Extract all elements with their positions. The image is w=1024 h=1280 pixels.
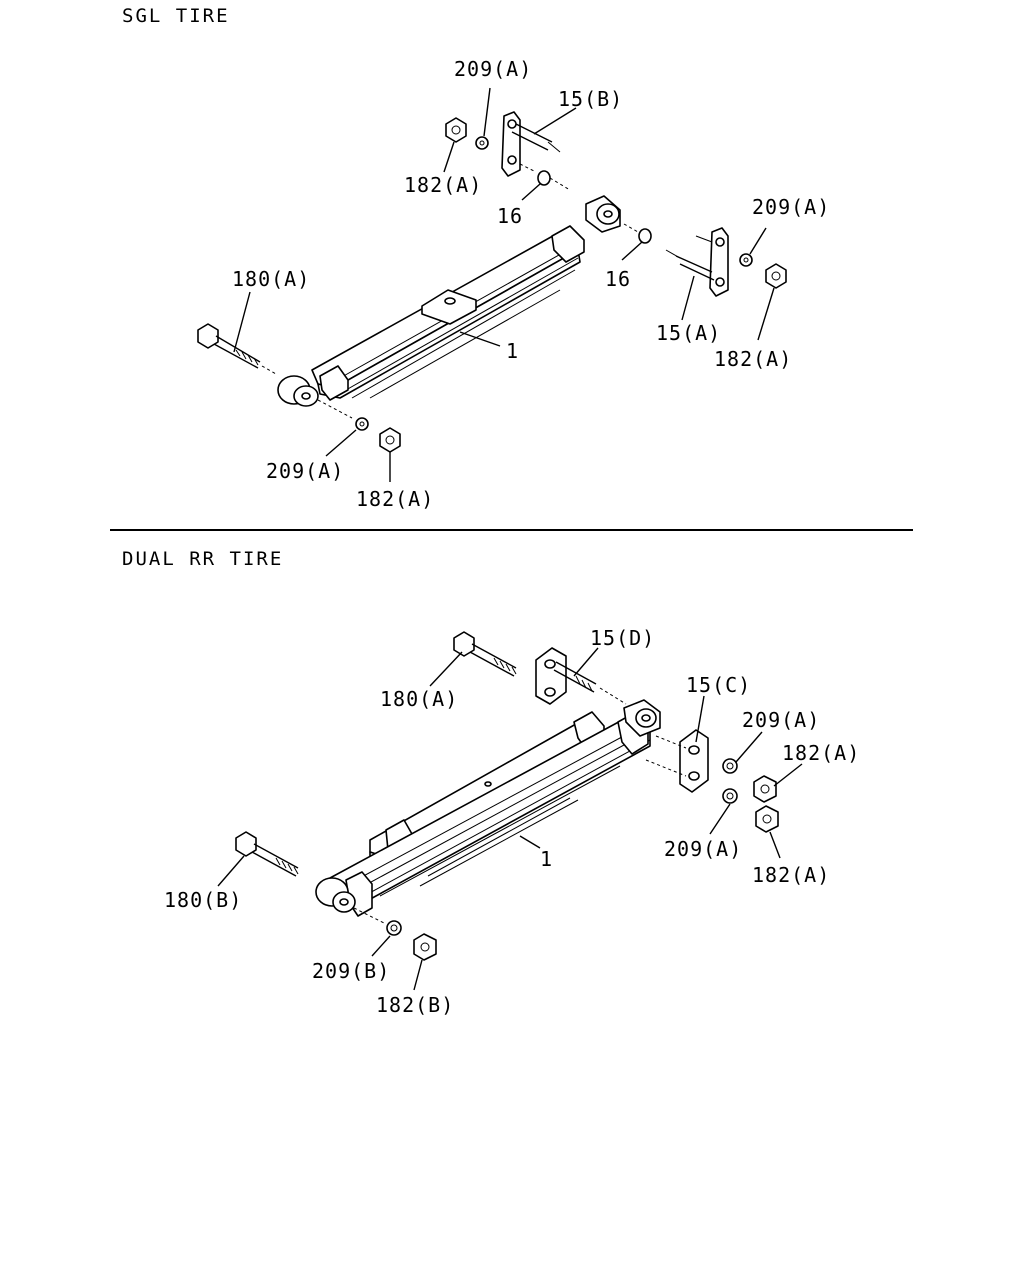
nut-182a-lower-dual [755, 805, 779, 833]
label-15d-dual: 15(D) [590, 626, 655, 650]
shackle-15b-single [501, 111, 561, 177]
washer-209a-right-single [739, 253, 753, 267]
label-15c-dual: 15(C) [686, 673, 751, 697]
shackle-15d-dual [535, 647, 627, 705]
bolt-180a-dual [453, 631, 517, 677]
bolt-180b-dual [235, 831, 299, 877]
shackle-15c-dual [645, 729, 709, 793]
shackle-15a-single [665, 227, 729, 297]
label-209a-bottom-single: 209(A) [266, 459, 344, 483]
label-209a-top-single: 209(A) [454, 57, 532, 81]
label-182a-lower-dual: 182(A) [752, 863, 830, 887]
nut-182b-dual [413, 933, 437, 961]
section-title-dual-rr-tire: DUAL RR TIRE [122, 548, 283, 570]
label-15a-single: 15(A) [656, 321, 721, 345]
label-209a-right-single: 209(A) [752, 195, 830, 219]
label-16-left-single: 16 [497, 204, 523, 228]
leaf-spring-dual [315, 699, 661, 917]
label-182b-dual: 182(B) [376, 993, 454, 1017]
washer-209a-lower-dual [722, 788, 738, 804]
leaf-spring-single [277, 195, 621, 407]
label-182a-right-single: 182(A) [714, 347, 792, 371]
label-209b-dual: 209(B) [312, 959, 390, 983]
leader-lines-single [233, 87, 775, 482]
washer-209a-upper-dual [722, 758, 738, 774]
label-16-right-single: 16 [605, 267, 631, 291]
label-182a-upper-dual: 182(A) [782, 741, 860, 765]
label-182a-top-single: 182(A) [404, 173, 482, 197]
bushing-16-right-single [623, 223, 652, 244]
label-180a-dual: 180(A) [380, 687, 458, 711]
nut-182a-bottom-single [379, 427, 401, 453]
label-180a-single: 180(A) [232, 267, 310, 291]
nut-182a-top-single [445, 117, 467, 143]
label-15b-single: 15(B) [558, 87, 623, 111]
leader-lines-dual [217, 647, 803, 991]
label-180b-dual: 180(B) [164, 888, 242, 912]
nut-182a-upper-dual [753, 775, 777, 803]
label-1-dual: 1 [540, 847, 553, 871]
washer-209b-dual [353, 907, 402, 936]
bolt-180a-single [197, 323, 277, 375]
section-title-sgl-tire: SGL TIRE [122, 5, 230, 27]
washer-209a-top-single [475, 136, 489, 150]
nut-182a-right-single [765, 263, 787, 289]
label-209a-upper-dual: 209(A) [742, 708, 820, 732]
label-1-single: 1 [506, 339, 519, 363]
washer-209a-bottom-single [317, 399, 369, 431]
bushing-16-left-single [537, 170, 571, 191]
label-209a-lower-dual: 209(A) [664, 837, 742, 861]
label-182a-bottom-single: 182(A) [356, 487, 434, 511]
